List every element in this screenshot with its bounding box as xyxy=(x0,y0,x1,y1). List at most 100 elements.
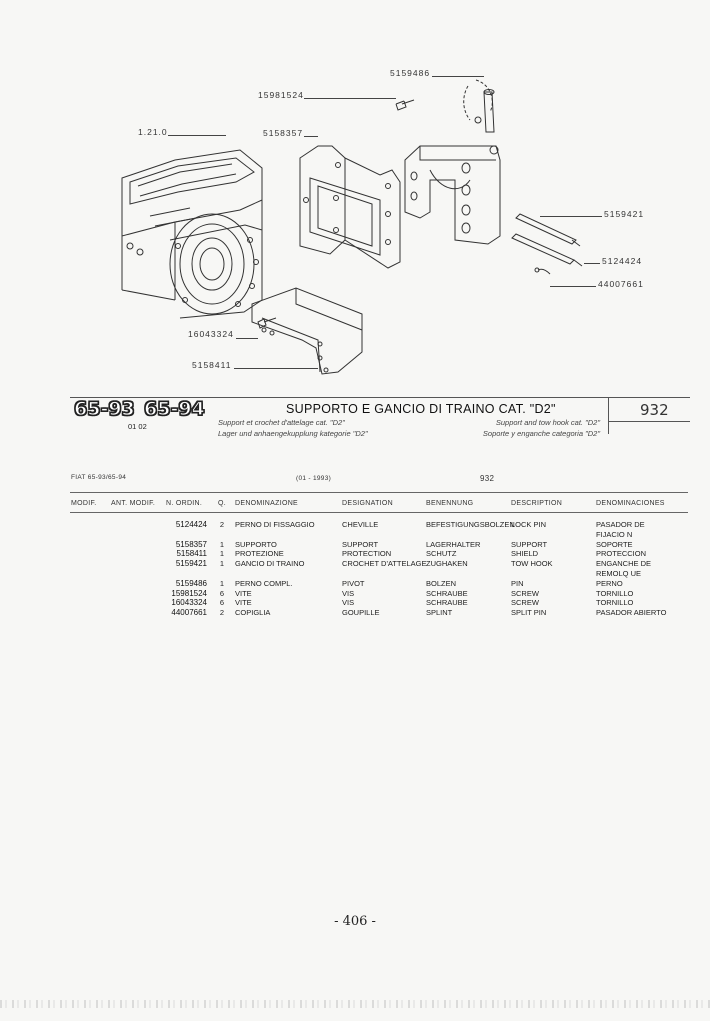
name-es: PROTECCION xyxy=(596,549,647,558)
leader-shield xyxy=(234,368,318,369)
leader-tow-hook xyxy=(540,216,602,217)
leader-lock-pin xyxy=(584,263,600,264)
quantity: 2 xyxy=(219,520,225,529)
callout-tow-hook: 5159421 xyxy=(604,209,645,219)
quantity: 1 xyxy=(219,559,225,568)
name-de: SCHRAUBE xyxy=(426,589,468,598)
callout-lock-pin: 5124424 xyxy=(602,256,643,266)
quantity: 1 xyxy=(219,579,225,588)
date-range: (01 - 1993) xyxy=(296,475,332,482)
leader-support xyxy=(304,136,318,137)
col-en: DESCRIPTION xyxy=(511,500,563,507)
name-it: GANCIO DI TRAINO xyxy=(235,559,305,568)
name-fr: VIS xyxy=(342,598,355,607)
name-es: PASADOR DE FIJACIO N xyxy=(596,520,645,539)
name-de: SCHRAUBE xyxy=(426,598,468,607)
part-number: 5158357 xyxy=(175,540,207,549)
name-fr: SUPPORT xyxy=(342,540,379,549)
quantity: 6 xyxy=(219,589,225,598)
name-de: SCHUTZ xyxy=(426,549,457,558)
name-es: ENGANCHE DE REMOLQ UE xyxy=(596,559,652,578)
name-it: COPIGLIA xyxy=(235,608,271,617)
callout-split-pin: 44007661 xyxy=(598,279,644,289)
part-number: 5124424 xyxy=(175,520,207,529)
quantity: 1 xyxy=(219,540,225,549)
table-page-code: 932 xyxy=(480,474,495,483)
support-bracket xyxy=(299,145,401,269)
name-fr: CROCHET D'ATTELAGE xyxy=(342,559,427,568)
col-ordin: N. ORDIN. xyxy=(166,500,203,507)
name-de: SPLINT xyxy=(426,608,453,617)
name-en: PIN xyxy=(511,579,524,588)
col-qty: Q. xyxy=(218,500,226,507)
name-fr: GOUPILLE xyxy=(342,608,380,617)
col-modif: MODIF. xyxy=(71,500,97,507)
name-it: VITE xyxy=(235,589,252,598)
page-number: - 406 - xyxy=(334,914,376,929)
name-en: LOCK PIN xyxy=(511,520,547,529)
page-title: SUPPORTO E GANCIO DI TRAINO CAT. "D2" xyxy=(286,402,556,416)
callout-shield-screw: 16043324 xyxy=(188,329,234,339)
name-en: SCREW xyxy=(511,589,539,598)
leader-split-pin xyxy=(550,286,596,287)
name-fr: CHEVILLE xyxy=(342,520,379,529)
header-rule xyxy=(70,512,688,513)
date-code: 01 02 xyxy=(128,422,147,431)
subtitle-es: Soporte y enganche categoria "D2" xyxy=(482,429,600,438)
callout-shield: 5158411 xyxy=(192,360,232,370)
pin-assembly xyxy=(463,79,495,133)
name-fr: PROTECTION xyxy=(342,549,392,558)
leader-top-screw xyxy=(304,98,396,99)
name-it: PERNO DI FISSAGGIO xyxy=(235,520,315,529)
scan-artifact-strip xyxy=(0,1000,710,1008)
page-code: 932 xyxy=(640,401,669,419)
name-de: BEFESTIGUNGSBOLZEN xyxy=(426,520,515,529)
name-de: ZUGHAKEN xyxy=(426,559,468,568)
name-es: TORNILLO xyxy=(596,598,634,607)
shield-screw xyxy=(257,317,277,329)
lock-pins xyxy=(511,213,583,267)
page-code-box xyxy=(608,398,609,434)
name-fr: VIS xyxy=(342,589,355,598)
part-number: 16043324 xyxy=(171,598,207,607)
model-badge-1: 65-93 xyxy=(73,397,135,420)
exploded-parts-drawing xyxy=(121,79,583,375)
quantity: 1 xyxy=(219,549,225,558)
leader-pin-assembly xyxy=(432,76,484,77)
tow-hook xyxy=(404,145,501,245)
model-text: FIAT 65-93/65-94 xyxy=(71,474,127,481)
name-it: VITE xyxy=(235,598,252,607)
part-number: 5159486 xyxy=(175,579,207,588)
name-it: PROTEZIONE xyxy=(235,549,284,558)
callout-pin-assembly: 5159486 xyxy=(390,68,431,78)
name-en: SHIELD xyxy=(511,549,539,558)
subtitle-de: Lager und anhaengekupplung kategorie "D2… xyxy=(218,429,368,438)
name-es: TORNILLO xyxy=(596,589,634,598)
col-ant-modif: ANT. MODIF. xyxy=(111,500,156,507)
leader-shield-screw xyxy=(236,338,258,339)
name-en: SCREW xyxy=(511,598,539,607)
col-es: DENOMINACIONES xyxy=(596,500,665,507)
callout-housing-ref: 1.21.0 xyxy=(138,127,168,137)
header-rule-bottom xyxy=(608,421,690,422)
name-it: SUPPORTO xyxy=(235,540,277,549)
col-fr: DESIGNATION xyxy=(342,500,394,507)
name-fr: PIVOT xyxy=(342,579,365,588)
model-badge-2: 65-94 xyxy=(143,397,205,420)
transmission-housing xyxy=(121,149,263,319)
part-number: 15981524 xyxy=(171,589,207,598)
name-es: SOPORTE xyxy=(596,540,633,549)
part-number: 5159421 xyxy=(175,559,207,568)
name-en: SUPPORT xyxy=(511,540,548,549)
name-de: LAGERHALTER xyxy=(426,540,481,549)
name-es: PASADOR ABIERTO xyxy=(596,608,667,617)
name-it: PERNO COMPL. xyxy=(235,579,293,588)
quantity: 6 xyxy=(219,598,225,607)
header-rule-top xyxy=(70,397,690,398)
name-en: SPLIT PIN xyxy=(511,608,547,617)
col-de: BENENNUNG xyxy=(426,500,474,507)
meta-rule xyxy=(70,492,688,493)
part-number: 44007661 xyxy=(171,608,207,617)
callout-support: 5158357 xyxy=(263,128,304,138)
name-de: BOLZEN xyxy=(426,579,457,588)
